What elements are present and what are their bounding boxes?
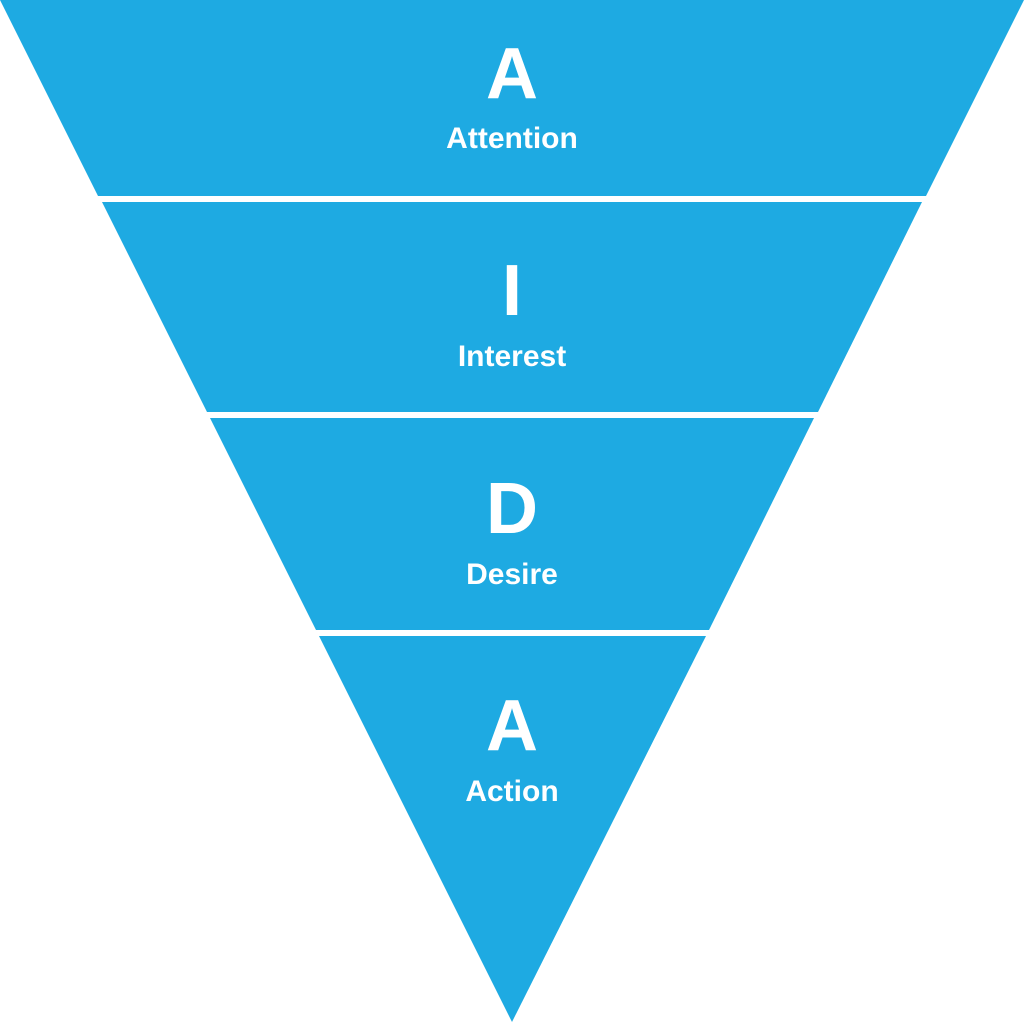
stage-attention-letter: A	[486, 34, 538, 114]
stage-interest-band	[102, 202, 922, 412]
stage-interest-letter: I	[502, 251, 522, 331]
stage-interest-label: Interest	[458, 340, 566, 373]
stage-action: A Action	[319, 636, 706, 1022]
stage-desire-band	[210, 418, 814, 630]
stage-desire-label: Desire	[466, 558, 558, 591]
stage-desire: D Desire	[210, 418, 814, 630]
stage-interest: I Interest	[102, 202, 922, 412]
stage-action-band	[319, 636, 706, 1022]
stage-attention: A Attention	[0, 0, 1024, 196]
stage-action-label: Action	[465, 775, 558, 808]
stage-action-letter: A	[486, 686, 538, 766]
stage-attention-label: Attention	[446, 122, 578, 155]
stage-attention-band	[0, 0, 1024, 196]
stage-desire-letter: D	[486, 469, 538, 549]
